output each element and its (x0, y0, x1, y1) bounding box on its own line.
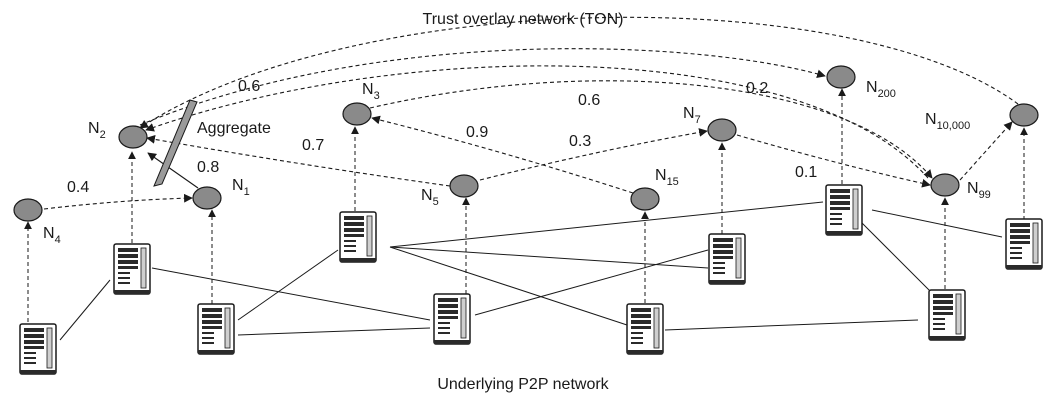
node-n15-icon[interactable] (630, 187, 660, 211)
node-label-n99: N99 (967, 180, 991, 201)
node-label-n1: N1 (232, 177, 250, 198)
p2p-link (237, 249, 339, 321)
trust-edge-n3-n99 (369, 80, 933, 179)
p2p-link (389, 246, 709, 269)
overlay-nodes (13, 65, 1039, 222)
node-label-n5: N5 (421, 187, 439, 208)
node-n5-icon[interactable] (449, 174, 479, 198)
node-n99-icon[interactable] (930, 173, 960, 197)
trust-edge-n10000-n2 (139, 16, 1019, 129)
weight-label-n99-n2: 0.2 (746, 80, 768, 97)
node-label-n2: N2 (88, 120, 106, 141)
node-label-n200: N200 (866, 79, 896, 100)
projection-lines (24, 88, 1028, 322)
server-tower-icon[interactable] (626, 303, 664, 355)
trust-edge-n7-n99 (736, 134, 931, 188)
node-label-n4: N4 (43, 225, 61, 246)
weight-label-n4-n1: 0.4 (67, 179, 89, 196)
server-tower-icon[interactable] (113, 243, 151, 295)
trust-edge-n4-n1 (43, 193, 193, 210)
p2p-link (871, 209, 1003, 238)
p2p-title: Underlying P2P network (437, 376, 609, 393)
weight-label-n5-n7: 0.3 (569, 133, 591, 150)
server-tower-icon[interactable] (19, 323, 57, 375)
node-labels: N2 N3 N1 N4 N5 N7 N15 N200 N99 N10,000 (43, 79, 991, 246)
node-label-n15: N15 (655, 167, 679, 188)
weight-label-n15-n3: 0.9 (466, 124, 488, 141)
server-tower-icon[interactable] (708, 233, 746, 285)
trust-edge-n15-n3 (371, 115, 634, 194)
weight-label-n1-n2: 0.8 (197, 159, 219, 176)
ton-title: Trust overlay network (TON) (423, 11, 624, 28)
server-tower-icon[interactable] (339, 211, 377, 263)
weight-label-n3-n99: 0.6 (578, 92, 600, 109)
trust-edge-n2-n200 (139, 48, 826, 126)
trust-edge-n5-n2 (146, 135, 451, 187)
server-tower-icon[interactable] (825, 184, 863, 236)
p2p-link (474, 249, 709, 316)
aggregate-marker (153, 99, 198, 187)
server-tower-icon[interactable] (1005, 218, 1043, 270)
node-n1-icon[interactable] (192, 186, 222, 210)
p2p-link (237, 327, 431, 336)
p2p-links (59, 201, 1003, 341)
node-label-n10000: N10,000 (925, 111, 970, 132)
p2p-link (389, 246, 628, 326)
trust-edges (43, 16, 1019, 210)
trust-edge-n5-n7 (479, 128, 708, 181)
weight-labels: 0.4 0.8 0.7 0.9 0.3 0.1 0.6 0.2 0.6 (67, 78, 817, 196)
weight-label-n5-n2: 0.7 (302, 137, 324, 154)
node-n7-icon[interactable] (707, 118, 737, 142)
node-label-n7: N7 (683, 105, 701, 126)
p2p-link (59, 279, 111, 341)
node-n3-icon[interactable] (342, 102, 372, 126)
aggregate-label: Aggregate (197, 120, 271, 137)
p2p-link (151, 267, 431, 321)
trust-edge-n99-n10000 (959, 121, 1013, 181)
node-n10000-icon[interactable] (1009, 103, 1039, 127)
server-tower-icon[interactable] (433, 293, 471, 345)
server-tower-icon[interactable] (928, 289, 966, 341)
p2p-link (861, 222, 938, 299)
p2p-link (389, 201, 824, 248)
node-label-n3: N3 (362, 81, 380, 102)
node-n2-icon[interactable] (118, 125, 148, 149)
node-n200-icon[interactable] (826, 65, 856, 89)
node-n4-icon[interactable] (13, 198, 43, 222)
server-tower-icon[interactable] (197, 303, 235, 355)
weight-label-n2-n200: 0.6 (238, 78, 260, 95)
trust-edge-n1-n2 (147, 152, 199, 189)
weight-label-n7-n99: 0.1 (795, 164, 817, 181)
p2p-link (664, 319, 919, 331)
